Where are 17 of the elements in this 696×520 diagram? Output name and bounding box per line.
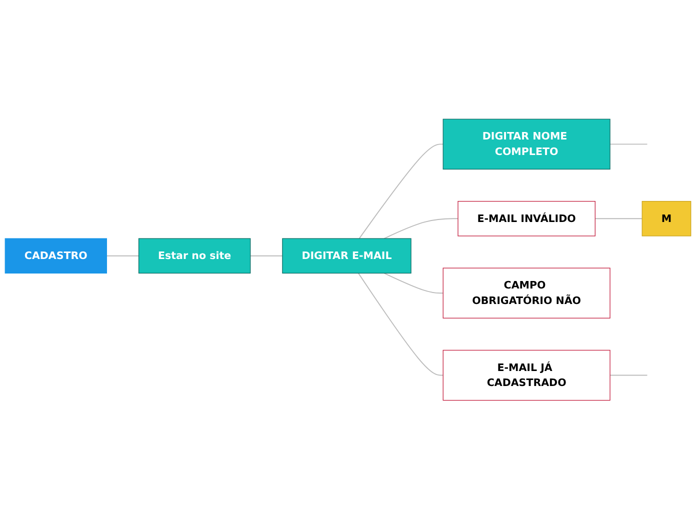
node-box: DIGITAR NOME COMPLETO — [442, 119, 610, 170]
connector — [106, 256, 140, 257]
connector — [250, 256, 283, 257]
connector — [384, 218, 458, 240]
node-box: CADASTRO — [4, 238, 107, 274]
connector — [358, 144, 444, 240]
node-box: E-MAIL JÁ CADASTRADO — [442, 350, 610, 401]
node-box: E-MAIL INVÁLIDO — [458, 201, 596, 237]
connector — [594, 218, 643, 220]
node-box: M — [642, 201, 692, 237]
connector — [610, 375, 648, 376]
node-box: Estar no site — [138, 238, 251, 274]
connector — [358, 273, 444, 376]
connector — [384, 273, 444, 294]
node-box: DIGITAR E-MAIL — [282, 238, 412, 274]
node-box: CAMPO OBRIGATÓRIO NÃO — [442, 268, 610, 319]
connector — [610, 144, 648, 145]
